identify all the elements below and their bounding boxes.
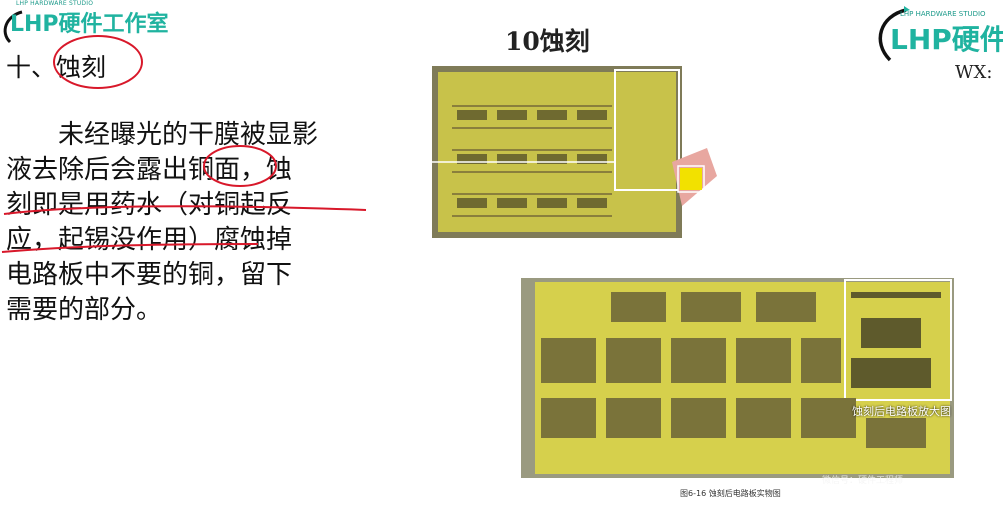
logo-right-name: LHP硬件	[890, 23, 1003, 56]
heading-title: 蚀刻	[56, 53, 107, 82]
paragraph-line: 液去除后会露出铜面，蚀	[6, 155, 293, 185]
logo-left-name: LHP硬件工作室	[10, 12, 169, 37]
figure1-title: 10蚀刻	[505, 27, 590, 56]
logo-left-subtitle: LHP HARDWARE STUDIO	[16, 0, 94, 7]
logo-right: LHP HARDWARE STUDIO LHP硬件	[870, 0, 1003, 70]
body-paragraph: 未经曝光的干膜被显影 液去除后会露出铜面，蚀 刻即是用药水（对铜起反 应，起锡没…	[6, 118, 366, 328]
paragraph-line: 电路板中不要的铜，留下	[6, 260, 293, 290]
figure1-board-image	[432, 66, 717, 238]
logo-right-arc-icon	[878, 6, 910, 62]
watermark-text: 微信号：硬件工程师	[822, 476, 904, 486]
logo-left: LHP HARDWARE STUDIO LHP硬件工作室	[0, 0, 190, 44]
paragraph-line: 需要的部分。	[6, 295, 163, 325]
figure2-overlay-label: 蚀刻后电路板放大图	[852, 405, 951, 418]
paragraph-line: 未经曝光的干膜被显影	[58, 120, 319, 150]
figure2-caption: 图6-16 蚀刻后电路板实物图	[680, 489, 781, 498]
logo-arc-icon	[3, 10, 23, 44]
heading-number: 十、	[6, 53, 57, 82]
wx-label: WX:	[955, 62, 993, 83]
section-heading: 十、蚀刻	[6, 48, 106, 84]
paragraph-line: 刻即是用药水（对铜起反	[6, 190, 293, 220]
paragraph-line: 应，起锡没作用）腐蚀掉	[6, 225, 293, 255]
figure2-board-image	[521, 278, 954, 478]
logo-right-subtitle: LHP HARDWARE STUDIO	[900, 10, 986, 18]
